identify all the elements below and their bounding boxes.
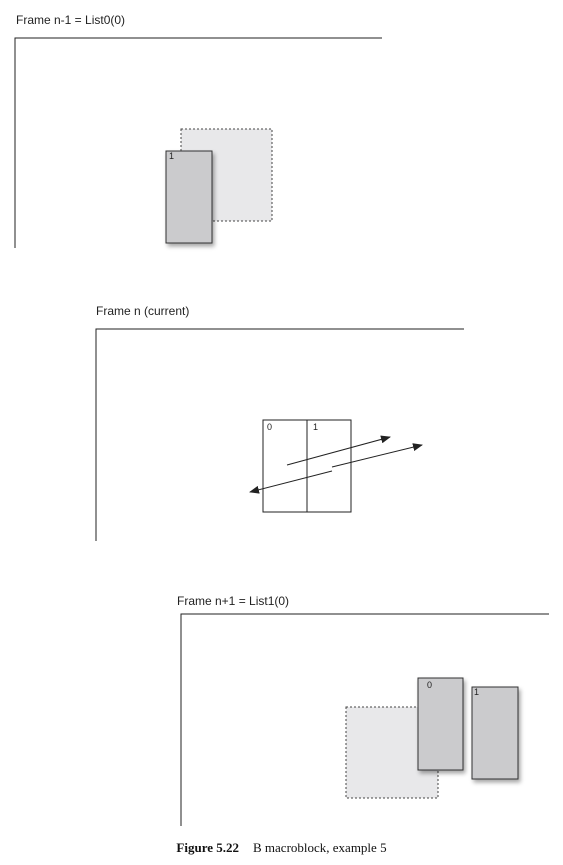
motion-vector-backward-arrow: [331, 443, 423, 468]
motion-vector-list0-arrow: [249, 470, 333, 494]
frame-next-block-0-number: 0: [427, 680, 432, 690]
b-macroblock-diagram: Frame n-1 = List0(0) 1 Frame n (current)…: [14, 13, 549, 826]
frame-next-ref-block-0: [417, 677, 464, 771]
figure-title: B macroblock, example 5: [253, 840, 387, 855]
figure-number: Figure 5.22: [176, 840, 239, 855]
partition-1-number: 1: [313, 422, 318, 432]
partition-0-number: 0: [267, 422, 272, 432]
motion-vector-forward-arrow: [286, 435, 391, 466]
frame-current-border: [95, 328, 464, 541]
frame-next-ref-block-1: [471, 686, 519, 780]
frame-current: Frame n (current) 0 1: [95, 304, 464, 541]
frame-prev-border: [14, 37, 382, 248]
frame-prev-ref-block-1: [165, 150, 213, 244]
frame-prev-label: Frame n-1 = List0(0): [16, 13, 125, 27]
frame-next-label: Frame n+1 = List1(0): [177, 594, 289, 608]
frame-current-label: Frame n (current): [96, 304, 189, 318]
frame-prev-block-number: 1: [169, 151, 174, 161]
frame-next-block-1-number: 1: [474, 687, 479, 697]
figure-caption: Figure 5.22 B macroblock, example 5: [0, 840, 563, 856]
frame-prev: Frame n-1 = List0(0) 1: [14, 13, 382, 248]
frame-next: Frame n+1 = List1(0) 0 1: [177, 594, 549, 826]
frame-next-border: [180, 613, 549, 826]
